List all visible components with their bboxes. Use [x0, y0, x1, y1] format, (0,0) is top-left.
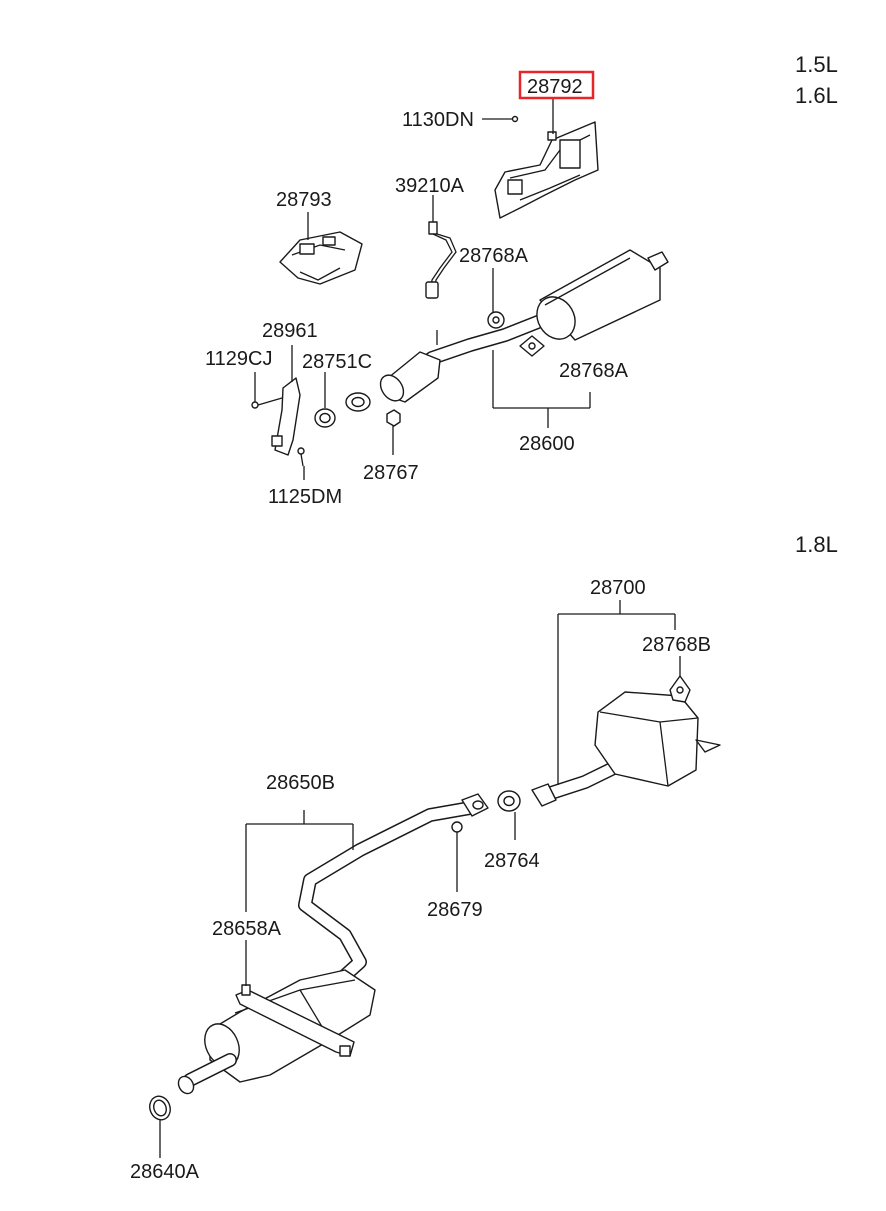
label-28650b[interactable]: 28650B: [266, 772, 335, 794]
hanger-28768b[interactable]: [669, 675, 691, 703]
label-28768b[interactable]: 28768B: [642, 634, 711, 656]
bracket-28658a[interactable]: [235, 984, 355, 1057]
bolt-1125dm-icon[interactable]: [297, 447, 305, 467]
label-28792[interactable]: 28792: [527, 76, 583, 98]
highlight-box-28792: [518, 70, 595, 100]
bolt-1129cj-icon[interactable]: [251, 401, 259, 409]
label-1129cj[interactable]: 1129CJ: [205, 348, 272, 370]
engine-label-1-8l: 1.8L: [795, 532, 838, 557]
label-28751c[interactable]: 28751C: [302, 351, 372, 373]
label-28640a[interactable]: 28640A: [130, 1161, 200, 1183]
label-39210a[interactable]: 39210A: [395, 175, 465, 197]
nut-28679[interactable]: [451, 821, 463, 833]
label-1130dn[interactable]: 1130DN: [402, 109, 474, 131]
inlet-flange: [345, 392, 371, 412]
bracket-28961[interactable]: [271, 377, 301, 456]
engine-label-1-6l: 1.6L: [795, 83, 838, 108]
clamp-28640a[interactable]: [146, 1093, 173, 1122]
hanger-28768a-top[interactable]: [487, 311, 505, 329]
label-28700[interactable]: 28700: [590, 577, 646, 599]
gasket-28751c[interactable]: [314, 408, 336, 428]
rear-muffler-28700[interactable]: [531, 691, 721, 807]
label-28768a-top[interactable]: 28768A: [459, 245, 529, 267]
center-muffler: [177, 969, 376, 1095]
heat-shield-28793[interactable]: [279, 231, 363, 285]
label-1125dm[interactable]: 1125DM: [268, 486, 342, 508]
label-28679[interactable]: 28679: [427, 899, 483, 921]
nut-28767[interactable]: [386, 409, 401, 427]
gasket-28764[interactable]: [497, 790, 521, 812]
hanger-28768a-mid[interactable]: [519, 335, 545, 357]
label-28768a-mid[interactable]: 28768A: [559, 360, 629, 382]
engine-label-1-5l: 1.5L: [795, 52, 838, 77]
oxygen-sensor-39210a[interactable]: [425, 221, 457, 299]
label-28658a[interactable]: 28658A: [212, 918, 282, 940]
bolt-1130dn-icon[interactable]: [511, 115, 519, 123]
label-28600[interactable]: 28600: [519, 433, 575, 455]
label-28961[interactable]: 28961: [262, 320, 318, 342]
label-28767[interactable]: 28767: [363, 462, 419, 484]
muffler-assembly-28600[interactable]: [376, 249, 669, 405]
label-28793[interactable]: 28793: [276, 189, 332, 211]
label-28764[interactable]: 28764: [484, 850, 540, 872]
heat-shield-28792[interactable]: [494, 121, 599, 219]
